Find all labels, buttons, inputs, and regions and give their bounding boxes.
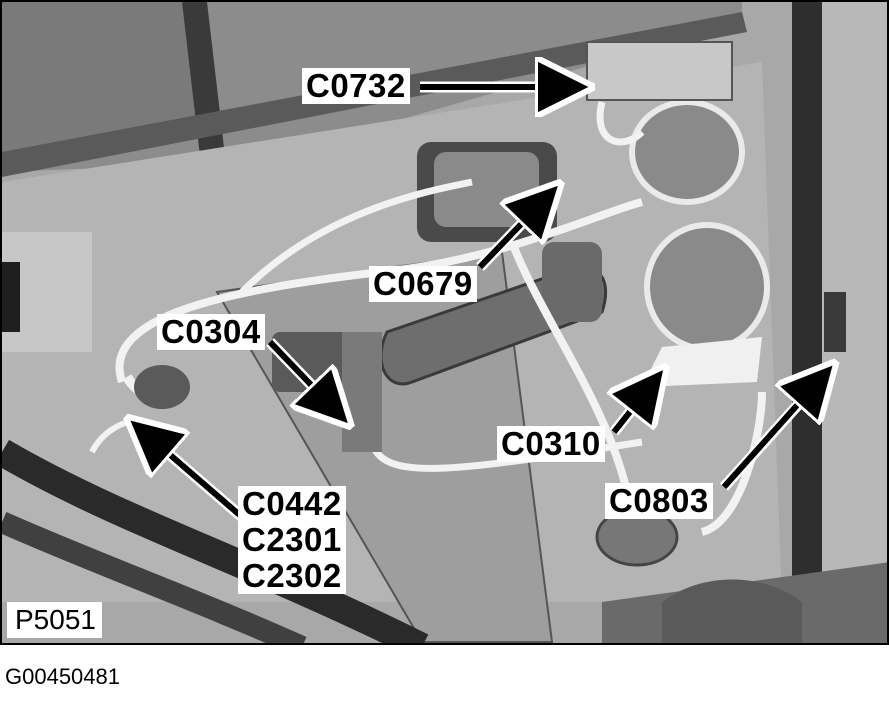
- door-panel-drawing: [2, 2, 887, 643]
- graphic-id-label: G00450481: [5, 664, 120, 689]
- callout-c0304: C0304: [157, 314, 265, 350]
- callout-line-c2301: C2301: [242, 521, 342, 558]
- door-wiring-illustration: C0732 C0679 C0304 C0310 C0803 C0442 C230…: [0, 0, 889, 645]
- callout-line-c2302: C2302: [242, 557, 342, 594]
- callout-c0803: C0803: [605, 483, 713, 519]
- callout-line-c0442: C0442: [242, 485, 342, 522]
- callout-c0679: C0679: [369, 266, 477, 302]
- callout-c0442-c2301-c2302: C0442 C2301 C2302: [238, 486, 346, 594]
- callout-c0310: C0310: [497, 426, 605, 462]
- callout-c0732: C0732: [302, 68, 410, 104]
- picture-id-label: P5051: [7, 602, 102, 638]
